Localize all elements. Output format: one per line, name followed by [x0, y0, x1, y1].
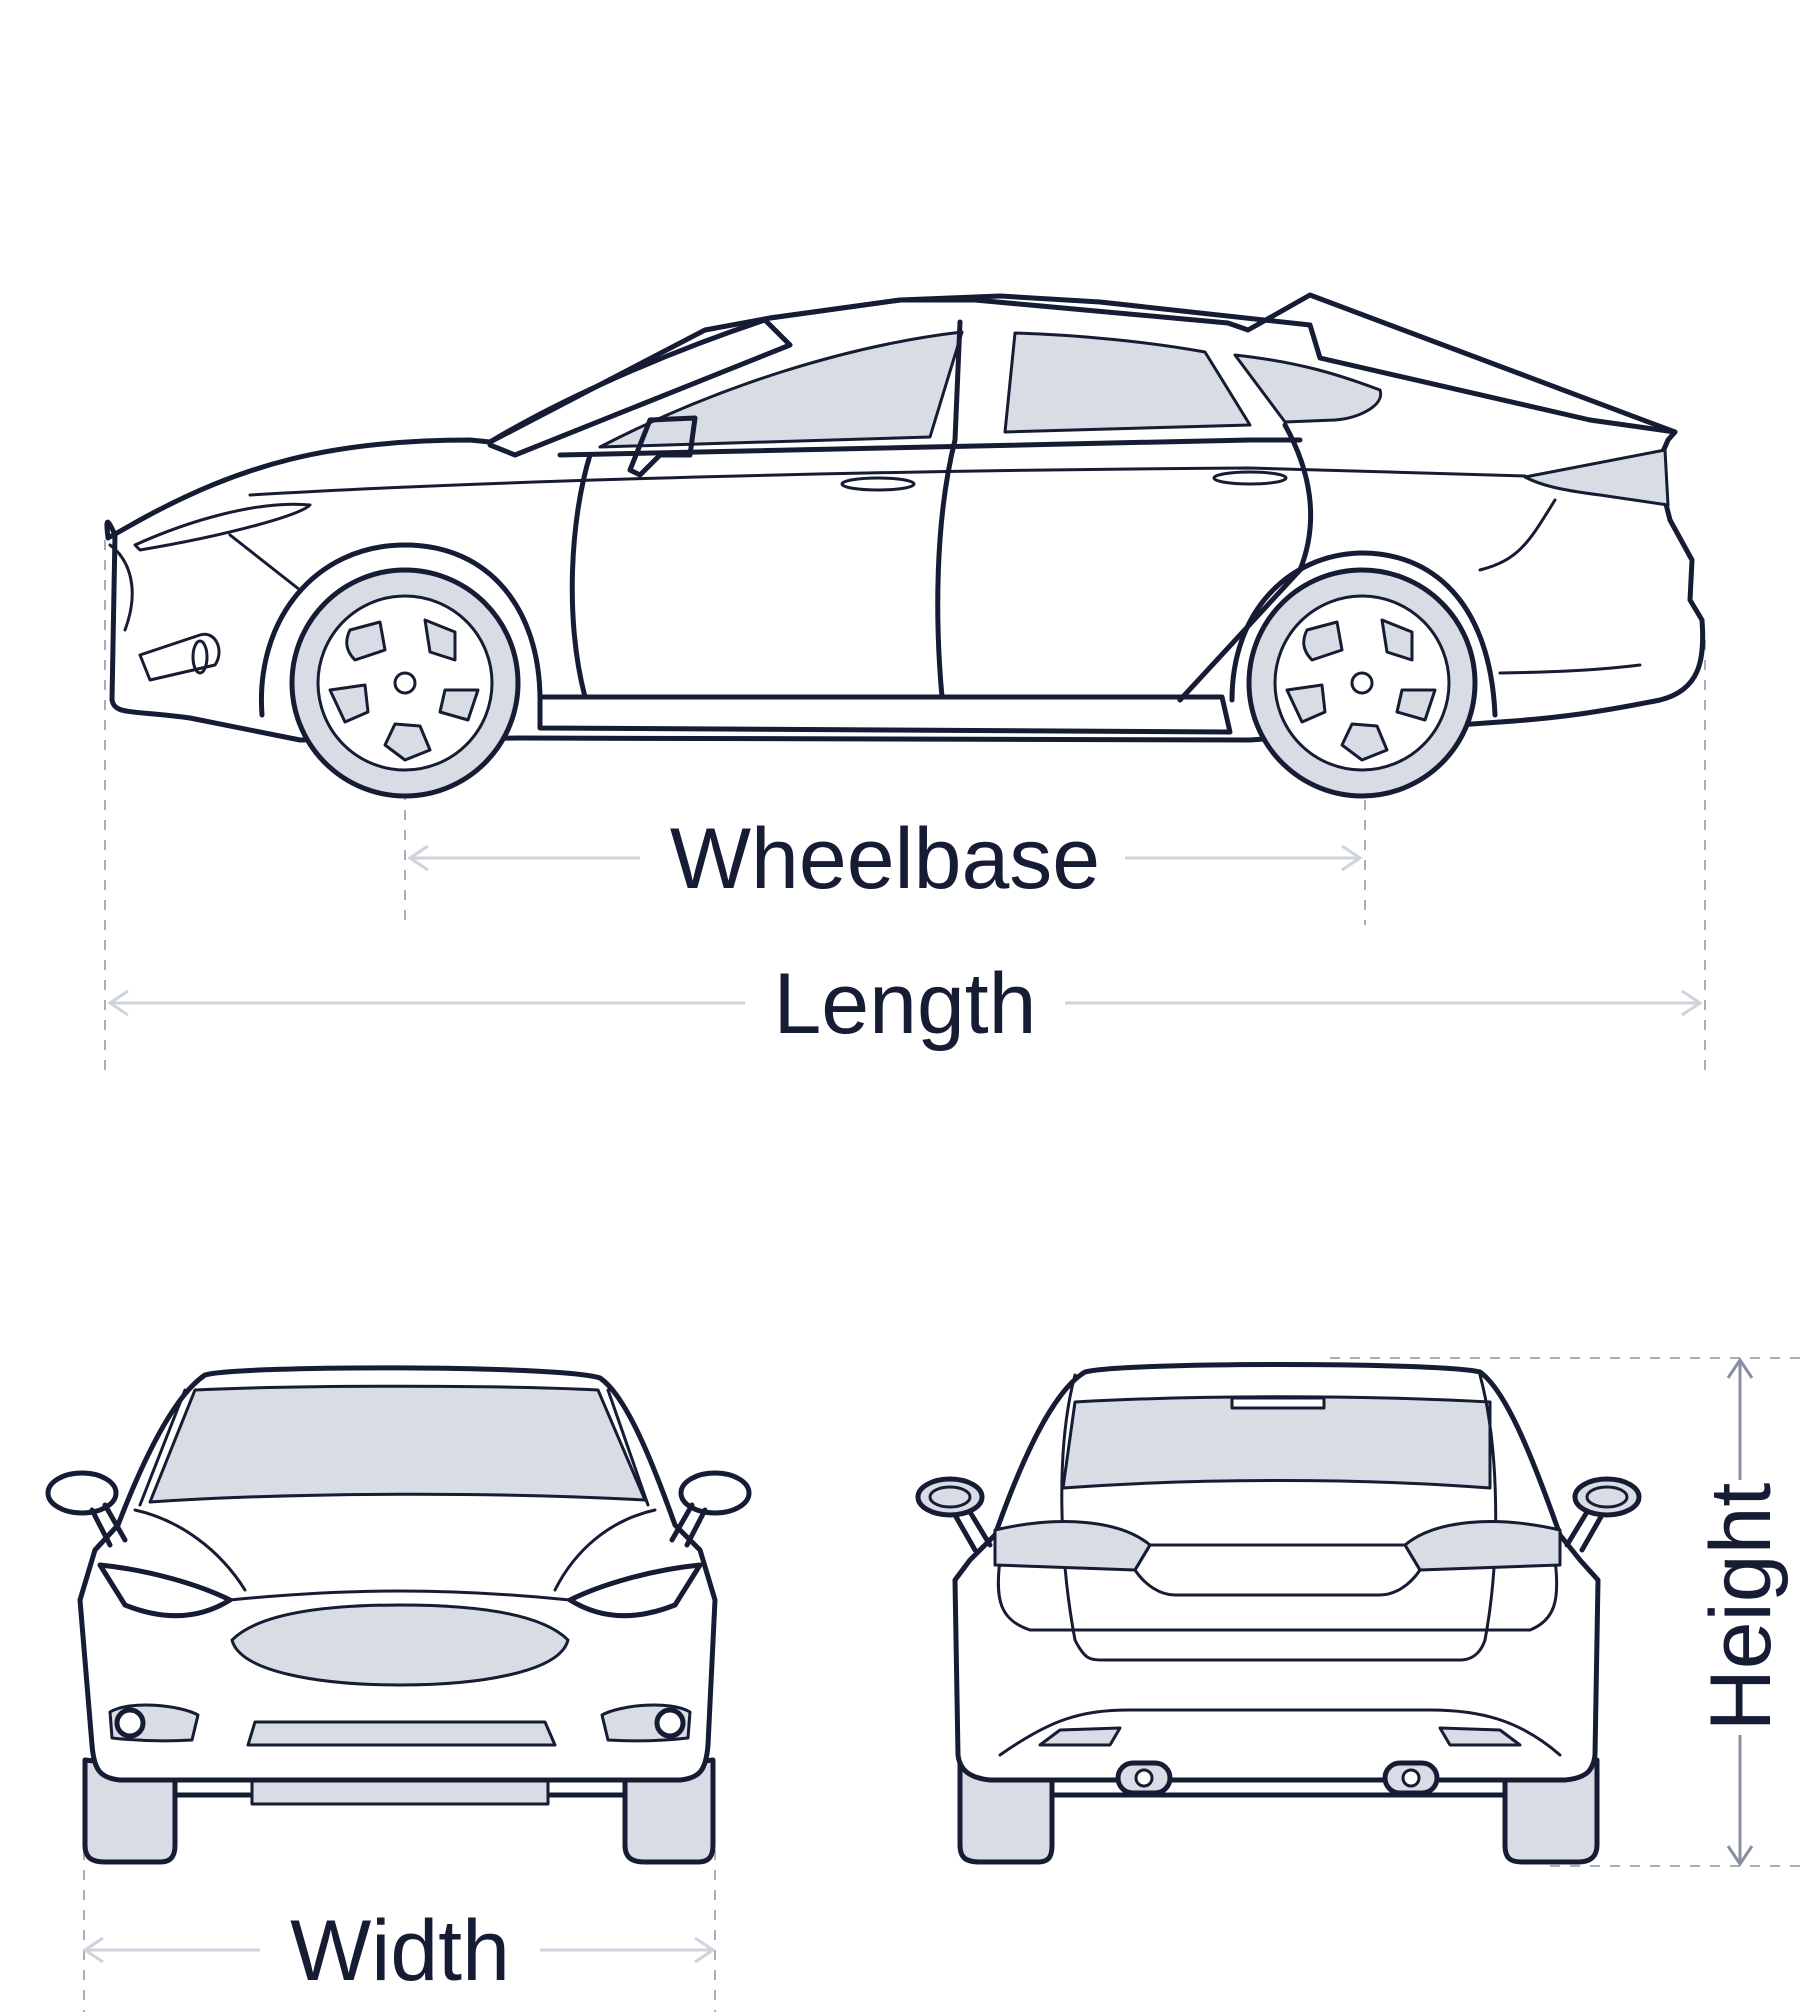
length-arrowhead-left — [107, 989, 129, 1017]
front-door-handle — [840, 476, 916, 492]
front-a-pillar-right — [606, 1388, 650, 1507]
front-windshield — [148, 1384, 647, 1504]
front-lower-intake — [246, 1720, 557, 1747]
front-grille — [230, 1603, 570, 1687]
rear-door-handle — [1212, 470, 1288, 486]
front-right-mirror-arm — [669, 1502, 708, 1548]
rear-panel-contour — [996, 1558, 1559, 1632]
rear-window — [1061, 1395, 1492, 1490]
front-right-fog-light — [654, 1707, 686, 1739]
front-view-car — [45, 1365, 752, 2012]
roof-line — [767, 293, 1313, 328]
front-left-tyre — [82, 1757, 178, 1865]
height-arrowhead-bottom — [1726, 1845, 1754, 1867]
height-label: Height — [1693, 1483, 1789, 1732]
rear-panel-line — [1478, 498, 1557, 572]
rear-brake-light — [1230, 1396, 1326, 1410]
length-arrowhead-right — [1681, 989, 1703, 1017]
hood-line-left — [133, 1508, 247, 1592]
height-dimension: Height — [1693, 1357, 1789, 1867]
length-label: Length — [773, 956, 1036, 1052]
a-pillar — [487, 317, 793, 445]
quarter-window — [1233, 353, 1383, 424]
rear-left-exhaust-pipe — [1134, 1768, 1154, 1788]
b-pillar-door-line — [935, 319, 963, 700]
c-pillar — [1307, 322, 1678, 435]
wheelbase-dimension: Wheelbase — [407, 811, 1363, 907]
rear-bumper-line — [998, 1708, 1562, 1757]
rocker-panel — [537, 694, 1233, 735]
shoulder-line — [248, 466, 1527, 497]
width-label: Width — [290, 1903, 510, 1999]
rear-wheel-arch — [1229, 550, 1498, 718]
fog-light — [138, 632, 221, 682]
height-arrowhead-top — [1726, 1357, 1754, 1379]
rear-left-mirror-glass — [928, 1485, 972, 1509]
width-arrowhead-right — [694, 1936, 716, 1964]
wheelbase-label: Wheelbase — [670, 811, 1100, 907]
rear-view-car — [915, 1357, 1808, 1867]
rear-left-reflector — [1038, 1726, 1122, 1747]
rear-left-mirror-arm — [952, 1509, 993, 1553]
rear-right-exhaust-pipe — [1401, 1768, 1421, 1788]
width-dimension: Width — [82, 1903, 716, 1999]
nose-line — [108, 543, 134, 632]
front-right-tyre — [622, 1757, 716, 1865]
front-left-fog-light — [114, 1707, 146, 1739]
rear-right-mirror-arm — [1564, 1509, 1605, 1553]
hood-line-right — [553, 1508, 657, 1592]
rear-bumper-line — [1498, 663, 1642, 675]
belt-line — [557, 437, 1303, 458]
rear-right-mirror — [1572, 1476, 1642, 1518]
rear-right-reflector — [1438, 1726, 1522, 1747]
side-view-car — [104, 292, 1706, 1070]
rear-valance — [1049, 1777, 1508, 1798]
windshield-edge — [487, 342, 793, 458]
trunk-lid-outline — [1060, 1373, 1498, 1662]
wheelbase-arrowhead-left — [407, 844, 429, 872]
rear-right-tyre — [1502, 1757, 1600, 1865]
rear-window — [1003, 331, 1252, 434]
width-arrowhead-left — [82, 1936, 104, 1964]
front-bumper-line — [228, 533, 302, 592]
front-wheel — [289, 567, 521, 799]
rear-wheel — [1246, 567, 1478, 799]
front-a-pillar-left — [138, 1388, 187, 1507]
front-left-mirror-arm — [89, 1502, 128, 1548]
rear-right-mirror-glass — [1585, 1485, 1629, 1509]
front-wheel-arch — [258, 542, 543, 718]
headlight — [133, 502, 312, 552]
side-mirror — [627, 415, 698, 478]
fog-light-lens — [191, 639, 209, 675]
hood-front-edge — [228, 1589, 572, 1602]
front-left-mirror — [45, 1470, 119, 1516]
front-right-mirror — [678, 1470, 752, 1516]
rear-door-line — [1177, 422, 1314, 703]
length-dimension: Length — [107, 956, 1703, 1052]
rear-left-tyre — [957, 1757, 1055, 1865]
taillight — [1523, 448, 1670, 507]
rear-left-mirror — [915, 1476, 985, 1518]
rear-license-recess — [1133, 1543, 1422, 1597]
wheelbase-arrowhead-right — [1341, 844, 1363, 872]
